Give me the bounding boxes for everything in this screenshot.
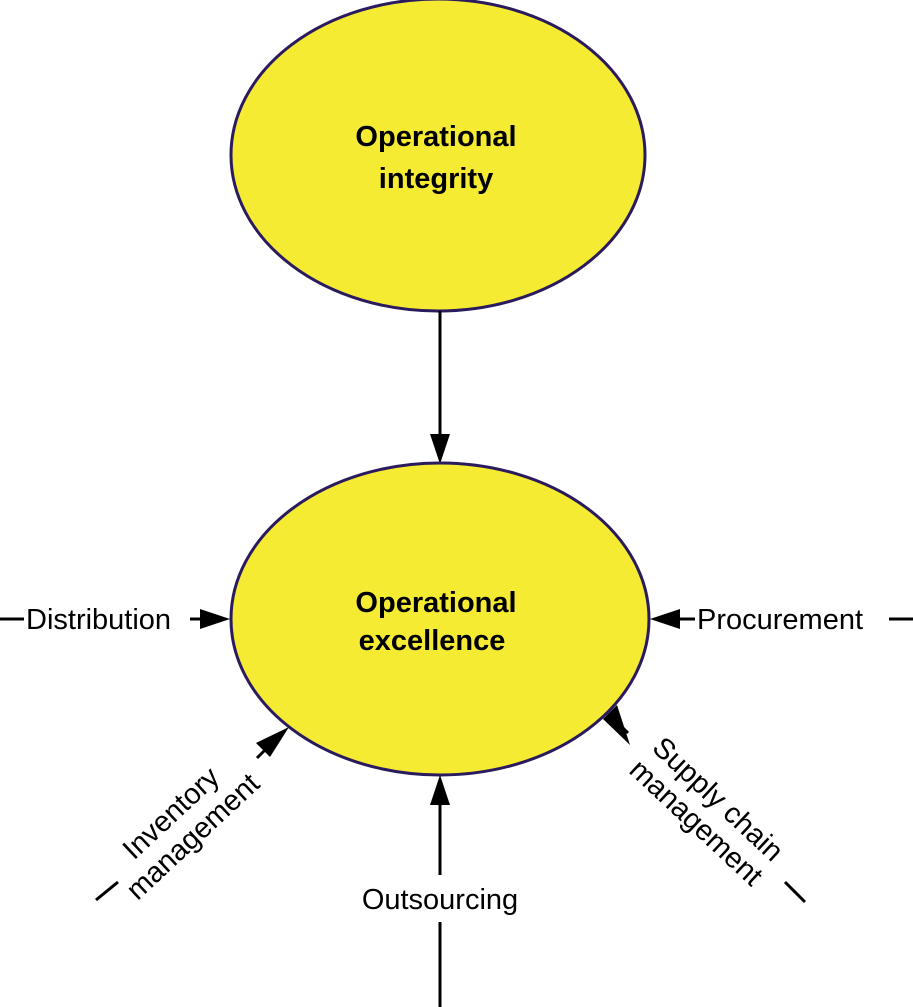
operational-integrity-label-line2: integrity	[379, 163, 493, 195]
arrow-integrity-to-excellence	[430, 311, 450, 464]
operational-integrity-node	[229, 0, 647, 313]
inventory-management-input: Inventory management	[95, 727, 289, 906]
distribution-label: Distribution	[26, 604, 171, 636]
outsourcing-input: Outsourcing	[362, 775, 518, 1007]
distribution-input: Distribution	[0, 604, 230, 636]
operational-excellence-label-line2: excellence	[359, 625, 506, 657]
procurement-label: Procurement	[697, 604, 863, 636]
procurement-input: Procurement	[650, 604, 913, 636]
operational-excellence-label-line1: Operational	[355, 587, 516, 619]
operational-excellence-node	[229, 461, 651, 777]
outsourcing-label: Outsourcing	[362, 884, 518, 916]
operational-integrity-label-line1: Operational	[355, 121, 516, 153]
supply-chain-management-input: Supply chain management	[603, 705, 807, 904]
